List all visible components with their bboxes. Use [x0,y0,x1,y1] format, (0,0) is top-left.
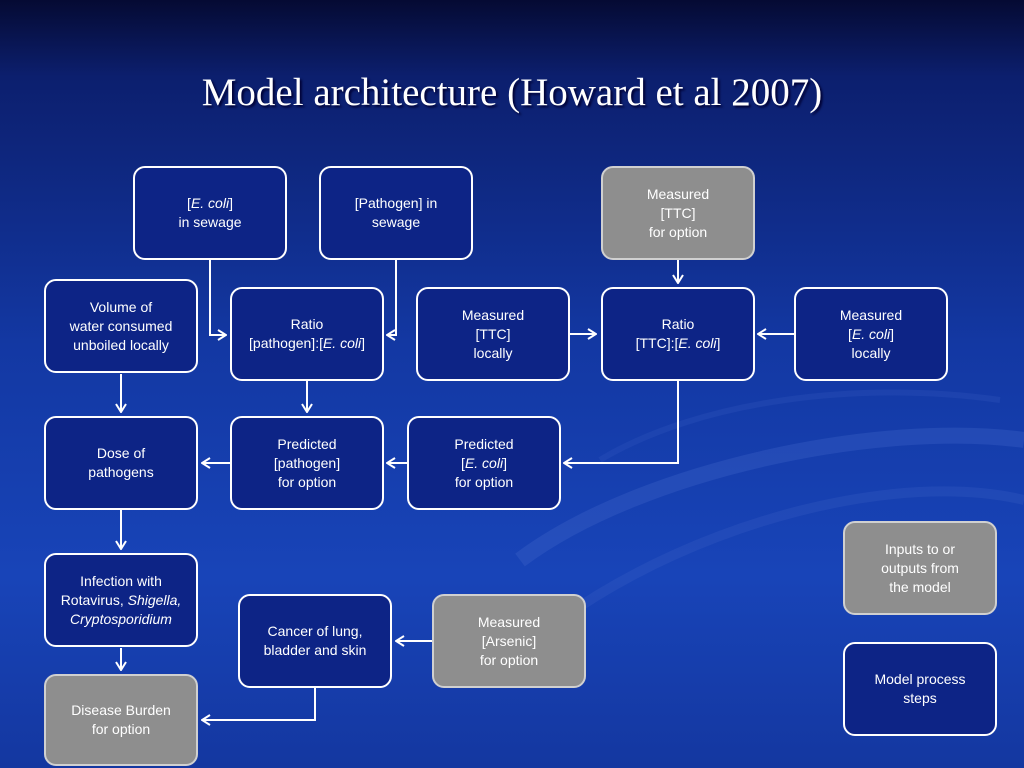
node-measured-arsenic: Measured [Arsenic] for option [432,594,586,688]
arrow-cancer-to-disease-burden [202,688,316,720]
arrow-ecoli-sewage-to-ratio [209,260,226,335]
arrow-ratio-ttc-to-predicted-ecoli [564,381,679,463]
legend-inputs-outputs: Inputs to or outputs from the model [843,521,997,615]
node-ecoli-in-sewage: [E. coli] in sewage [133,166,287,260]
node-ratio-ttc-ecoli: Ratio [TTC]:[E. coli] [601,287,755,381]
node-volume-of-water: Volume of water consumed unboiled locall… [44,279,198,373]
node-cancer: Cancer of lung, bladder and skin [238,594,392,688]
node-pathogen-in-sewage: [Pathogen] in sewage [319,166,473,260]
node-predicted-ecoli: Predicted [E. coli] for option [407,416,561,510]
legend-model-process-steps: Model process steps [843,642,997,736]
node-ratio-pathogen-ecoli: Ratio [pathogen]:[E. coli] [230,287,384,381]
node-measured-ttc-locally: Measured [TTC] locally [416,287,570,381]
node-dose-of-pathogens: Dose of pathogens [44,416,198,510]
node-predicted-pathogen: Predicted [pathogen] for option [230,416,384,510]
page-title: Model architecture (Howard et al 2007) [201,71,823,114]
node-infection: Infection with Rotavirus, Shigella, Cryp… [44,553,198,647]
node-measured-ttc-for-option: Measured [TTC] for option [601,166,755,260]
node-measured-ecoli-locally: Measured [E. coli] locally [794,287,948,381]
node-disease-burden: Disease Burden for option [44,674,198,766]
arrow-pathogen-sewage-to-ratio [387,260,397,335]
